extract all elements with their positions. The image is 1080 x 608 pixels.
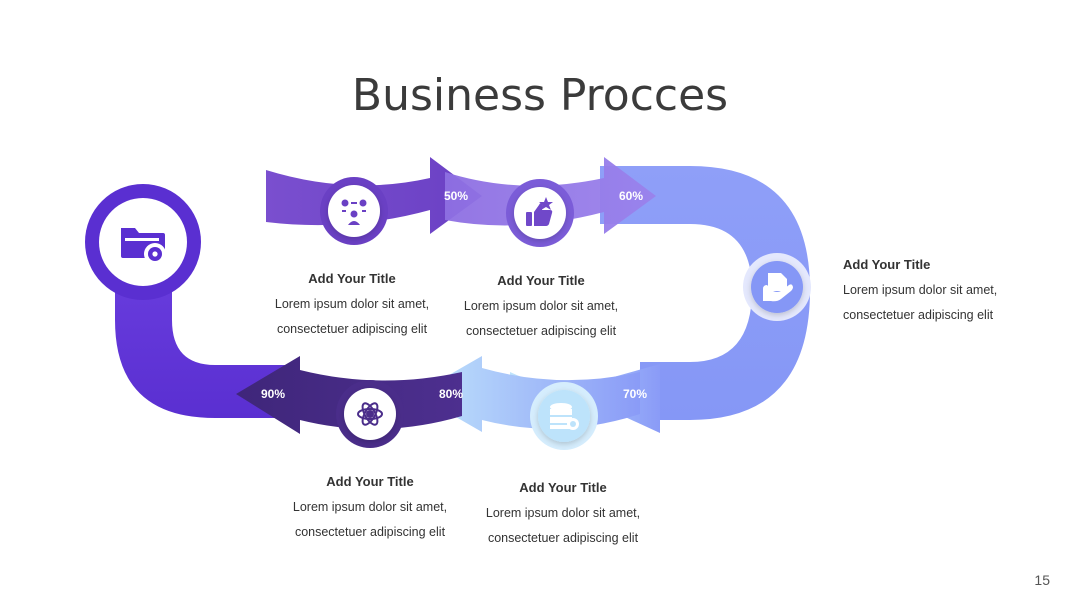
thumbs-up-star-icon bbox=[526, 197, 553, 226]
step-title: Add Your Title bbox=[843, 257, 931, 272]
step-desc-line2: consectetuer adipiscing elit bbox=[487, 531, 639, 545]
percent-label-80: 80% bbox=[438, 387, 464, 401]
percent-label-50: 50% bbox=[443, 189, 469, 203]
step-desc-line1: Lorem ipsum dolor sit amet, bbox=[274, 297, 430, 311]
step-desc-line2: consectetuer adipiscing elit bbox=[276, 322, 428, 336]
database-gear-icon bbox=[550, 403, 579, 430]
right-bend bbox=[600, 166, 810, 420]
step-desc-line2: consectetuer adipiscing elit bbox=[294, 525, 446, 539]
step-text-1: Add Your Title Lorem ipsum dolor sit ame… bbox=[252, 271, 452, 342]
hand-document-icon bbox=[763, 273, 793, 302]
slide-number: 15 bbox=[1034, 572, 1050, 588]
page-title: Business Procces bbox=[351, 70, 729, 121]
step-desc-line1: Lorem ipsum dolor sit amet, bbox=[843, 283, 998, 297]
step-title: Add Your Title bbox=[497, 273, 585, 288]
step-text-4: Add Your Title Lorem ipsum dolor sit ame… bbox=[463, 480, 663, 551]
step-text-3: Add Your Title Lorem ipsum dolor sit ame… bbox=[843, 257, 1043, 328]
percent-label-90: 90% bbox=[260, 387, 286, 401]
step-title: Add Your Title bbox=[308, 271, 396, 286]
team-process-icon bbox=[341, 199, 367, 225]
step-desc-line2: consectetuer adipiscing elit bbox=[465, 324, 617, 338]
step-text-2: Add Your Title Lorem ipsum dolor sit ame… bbox=[441, 273, 641, 344]
step-desc-line1: Lorem ipsum dolor sit amet, bbox=[485, 506, 641, 520]
step-desc-line2: consectetuer adipiscing elit bbox=[843, 308, 994, 322]
step-title: Add Your Title bbox=[326, 474, 414, 489]
step-text-5: Add Your Title Lorem ipsum dolor sit ame… bbox=[270, 474, 470, 545]
step-title: Add Your Title bbox=[519, 480, 607, 495]
percent-label-60: 60% bbox=[618, 189, 644, 203]
percent-label-70: 70% bbox=[622, 387, 648, 401]
folder-gear-icon bbox=[121, 228, 166, 265]
atom-gear-icon bbox=[357, 402, 383, 426]
step-desc-line1: Lorem ipsum dolor sit amet, bbox=[463, 299, 619, 313]
step-desc-line1: Lorem ipsum dolor sit amet, bbox=[292, 500, 448, 514]
